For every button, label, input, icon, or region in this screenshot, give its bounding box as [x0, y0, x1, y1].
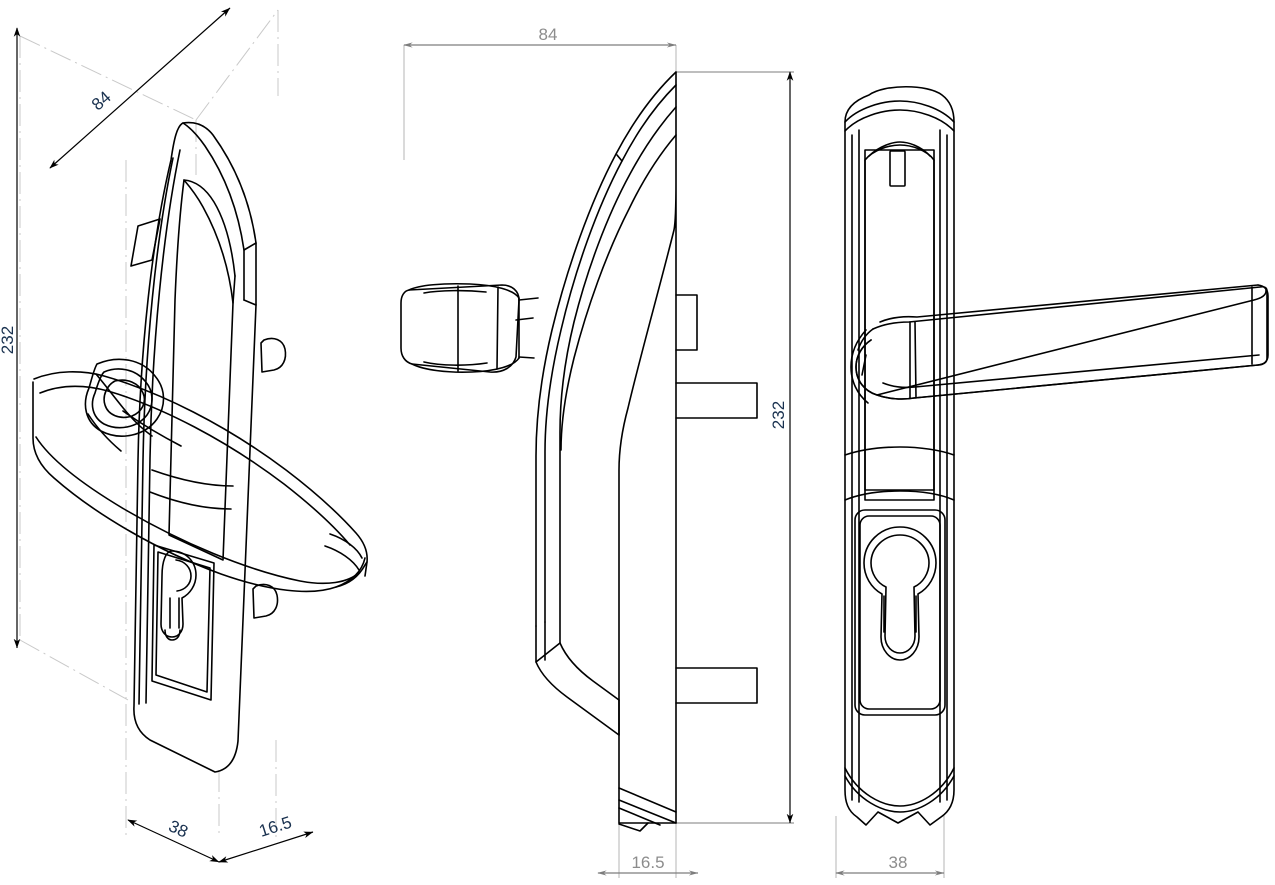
side-view: 84 232 16.5 — [400, 25, 794, 878]
iso-dim-label-38: 38 — [166, 816, 191, 841]
iso-dimension-38 — [127, 819, 220, 863]
front-escutcheon-plate — [844, 86, 955, 826]
iso-dim-label-16-5: 16.5 — [257, 813, 294, 841]
isometric-view: 84 232 38 16.5 — [0, 7, 368, 863]
front-lever-handle — [850, 284, 1269, 404]
side-dimension-232 — [648, 71, 794, 824]
iso-dimension-84 — [49, 7, 231, 169]
side-profile-body — [400, 71, 758, 832]
iso-dimension-16-5 — [218, 831, 314, 863]
side-dim-label-16-5: 16.5 — [631, 853, 664, 872]
iso-dim-label-84: 84 — [88, 87, 115, 114]
side-dim-label-232: 232 — [769, 401, 788, 429]
front-dimension-38 — [835, 816, 945, 878]
iso-dim-label-232: 232 — [0, 326, 17, 354]
front-dim-label-38: 38 — [889, 853, 908, 872]
side-dim-label-84: 84 — [539, 25, 558, 44]
iso-handle-body — [130, 121, 287, 773]
iso-lever-handle — [32, 358, 368, 593]
front-view: 38 — [835, 86, 1269, 878]
side-dimension-84 — [403, 42, 677, 170]
